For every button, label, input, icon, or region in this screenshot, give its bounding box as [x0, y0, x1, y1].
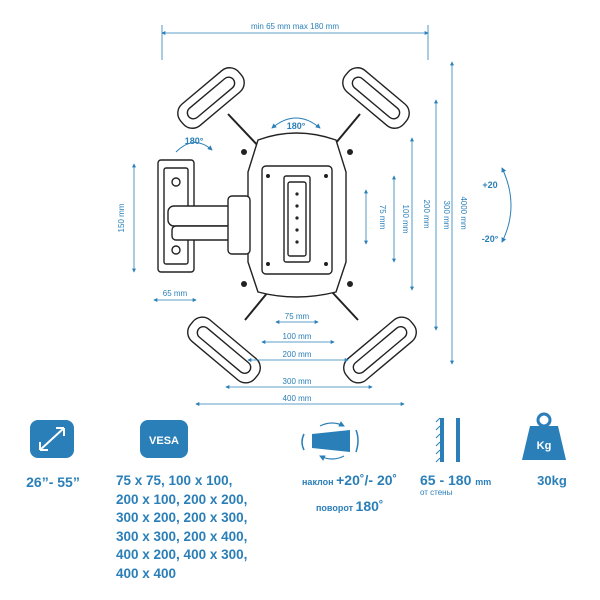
wall-distance-icon — [435, 417, 460, 463]
wall-distance-unit: mm — [475, 477, 492, 487]
vesa-icon: VESA — [140, 420, 188, 458]
tv-plate — [241, 132, 353, 298]
plate-rotate-label: 180° — [287, 121, 306, 131]
swivel-value: 180˚ — [355, 498, 384, 514]
v-300-label: 300 mm — [442, 201, 451, 230]
h-300-label: 300 mm — [283, 377, 312, 386]
h-400-label: 400 mm — [283, 394, 312, 403]
wall-distance-value: 65 - 180 — [420, 472, 472, 488]
swivel-spec: поворот 180˚ — [316, 498, 384, 514]
screen-size-value: 26”- 55” — [26, 474, 80, 490]
vesa-badge-text: VESA — [149, 435, 179, 447]
rotation-arrows — [175, 117, 512, 243]
h-100-label: 100 mm — [283, 332, 312, 341]
vesa-line: 300 x 300, 200 x 400, — [116, 528, 248, 544]
vesa-line: 200 x 100, 200 x 200, — [116, 491, 248, 507]
plate-height-label: 150 mm — [117, 203, 126, 232]
tilt-value: +20˚/- 20˚ — [336, 472, 398, 488]
v-100-label: 100 mm — [401, 205, 410, 234]
vertical-dimensions — [132, 61, 454, 365]
v-200-label: 200 mm — [422, 200, 431, 229]
screen-size-icon — [30, 420, 74, 458]
vesa-line: 400 x 200, 400 x 300, — [116, 547, 248, 562]
plate-width-label: 65 mm — [163, 289, 188, 298]
v-75-label: 75 mm — [378, 205, 387, 230]
h-75-label: 75 mm — [285, 312, 310, 321]
tilt-label: наклон — [302, 477, 334, 487]
weight-badge-text: Kg — [537, 440, 552, 452]
h-200-label: 200 mm — [283, 350, 312, 359]
horizontal-dimensions — [153, 25, 429, 406]
wall-distance-spec: 65 - 180 mm — [420, 472, 510, 488]
wall-swivel-label: 180° — [185, 136, 204, 146]
tilt-down-label: -20° — [482, 234, 499, 244]
weight-icon: Kg — [522, 412, 566, 460]
vesa-sizes-list: 75 x 75, 100 x 100, 200 x 100, 200 x 200… — [116, 472, 276, 583]
top-span-label: min 65 mm max 180 mm — [251, 22, 339, 31]
max-weight-value: 30kg — [537, 473, 567, 488]
tilt-spec: наклон +20˚/- 20˚ — [302, 472, 397, 488]
tilt-up-label: +20 — [482, 180, 497, 190]
vesa-line: 75 x 75, 100 x 100, — [116, 473, 233, 488]
swivel-label: поворот — [316, 503, 354, 513]
vesa-line: 400 x 400 — [116, 565, 177, 581]
v-400-label: 4000 mm — [459, 196, 468, 230]
tilt-icon — [301, 421, 359, 461]
wall-distance-sub: от стены — [420, 488, 453, 497]
vesa-line: 300 x 200, 200 x 300, — [116, 510, 248, 525]
wall-plate — [157, 159, 251, 273]
